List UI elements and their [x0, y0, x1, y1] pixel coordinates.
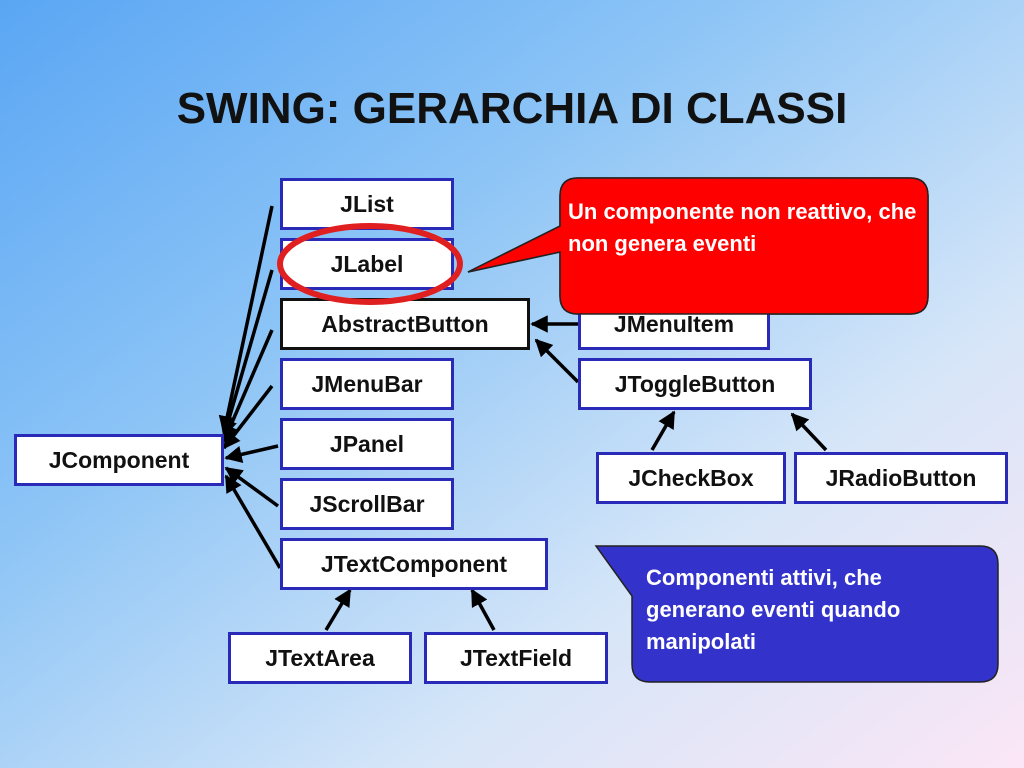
link-jcheckbox-jtogglebutton [650, 410, 676, 451]
node-abstractbutton: AbstractButton [280, 298, 530, 350]
link-jmenubar-jcomponent [222, 384, 274, 450]
node-jmenubar: JMenuBar [280, 358, 454, 410]
link-jlist-jcomponent [218, 205, 274, 434]
node-jmenuitem: JMenuItem [578, 298, 770, 350]
node-jcheckbox: JCheckBox [596, 452, 786, 504]
page-title: SWING: GERARCHIA DI CLASSI [176, 84, 848, 133]
link-jtogglebutton-abstractbutton [534, 338, 580, 384]
node-jlabel: JLabel [280, 238, 454, 290]
node-jradiobutton: JRadioButton [794, 452, 1008, 504]
node-jtextarea: JTextArea [228, 632, 412, 684]
active-callout-bubble [594, 545, 999, 683]
node-jscrollbar: JScrollBar [280, 478, 454, 530]
link-jscrollbar-jcomponent [224, 466, 280, 508]
node-jtextcomponent: JTextComponent [280, 538, 548, 590]
link-jlabel-jcomponent [219, 269, 274, 438]
node-jtogglebutton: JToggleButton [578, 358, 812, 410]
link-abstractbutton-jcomponent [222, 329, 274, 443]
link-jtextarea-jtextcomponent [324, 588, 352, 631]
node-jlist: JList [280, 178, 454, 230]
link-jtextcomponent-jcomponent [224, 474, 282, 569]
link-jpanel-jcomponent [224, 444, 279, 463]
active-callout-text: Componenti attivi, che generano eventi q… [646, 565, 901, 654]
node-jcomponent: JComponent [14, 434, 224, 486]
node-jtextfield: JTextField [424, 632, 608, 684]
node-jpanel: JPanel [280, 418, 454, 470]
passive-callout-text: Un componente non reattivo, che non gene… [568, 199, 917, 256]
link-jradiobutton-jtogglebutton [790, 412, 828, 452]
link-jtextfield-jtextcomponent [470, 588, 496, 631]
